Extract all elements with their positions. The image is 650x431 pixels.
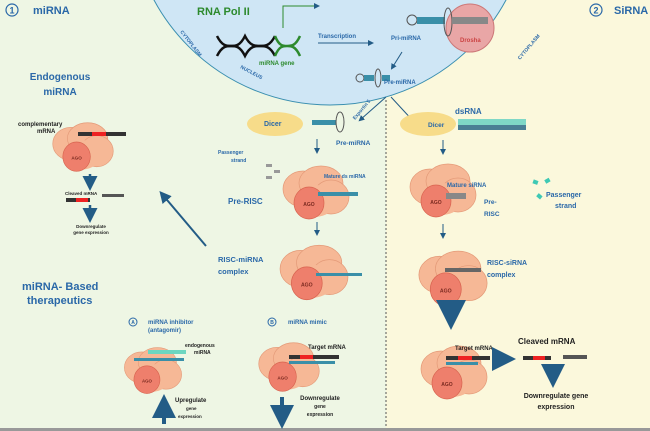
endogenous-title-2: miRNA	[43, 87, 76, 98]
mimic-downregulate-label-2: gene	[314, 404, 326, 410]
mirna-gene-label: miRNA gene	[259, 61, 295, 67]
drosha-label: Drosha	[460, 38, 481, 44]
sirna-downregulate-label-2: expression	[538, 404, 575, 411]
pri-to-pre-arrow	[390, 51, 403, 70]
mimic-downregulate-label-3: expression	[307, 412, 333, 418]
pre-mirna-nuclear-label: Pre-miRNA	[384, 80, 416, 86]
inhibitor-label: miRNA inhibitor	[148, 320, 194, 326]
risc-mirna-label-2: complex	[218, 267, 249, 276]
sirna-cleaved-label: Cleaved mRNA	[518, 337, 576, 346]
pre-risc-sirna-label: Pre-	[484, 199, 497, 206]
badge-b	[267, 317, 277, 327]
section-mirna-header: 1 miRNA	[5, 3, 70, 17]
sirna-cleaved-fragment	[563, 355, 587, 359]
target-mrna-label-b: Target mRNA	[308, 345, 347, 351]
upregulate-label-3: expression	[178, 414, 202, 419]
badge-b-text: B	[270, 320, 274, 326]
cleaved-fragment	[102, 194, 124, 197]
pri-mirna-hairpin-icon	[406, 7, 488, 37]
rna-pol-label: RNA Pol II	[197, 6, 250, 18]
passenger-strand-fragments-icon	[532, 177, 551, 200]
dicer-icon-sirna	[400, 112, 456, 136]
mature-ds-mirna-label: Mature ds miRNA	[324, 174, 366, 180]
pre-mirna-icon	[312, 120, 336, 125]
number-badge	[5, 3, 19, 17]
badge-a-text: A	[131, 320, 135, 326]
dicer-label-mirna: Dicer	[264, 121, 282, 128]
dsrna-label: dsRNA	[455, 107, 482, 116]
svg-text:SiRNA: SiRNA	[614, 5, 648, 17]
antagomir-strand	[148, 350, 186, 354]
mature-sirna-label: Mature siRNA	[447, 183, 487, 189]
transcription-label: Transcription	[318, 34, 356, 40]
dicer-icon-mirna	[247, 112, 303, 136]
pri-mirna-label: Pri-miRNA	[391, 36, 422, 42]
mrna-target-site	[92, 132, 106, 136]
sirna-passenger-label-2: strand	[555, 203, 576, 210]
sirna-downregulate-label: Downregulate gene	[524, 393, 589, 400]
svg-text:1: 1	[9, 6, 14, 16]
endogenous-mirna-label-2: miRNA	[194, 350, 211, 356]
downregulate-label-2: gene expression	[73, 230, 109, 235]
number-badge	[589, 3, 603, 17]
svg-text:miRNA: miRNA	[33, 5, 70, 17]
cleaved-mrna-label: Cleaved mRNA	[65, 191, 98, 196]
target-mrna-label-sirna: Target mRNA	[455, 346, 494, 352]
complementary-mrna-label: complementary	[18, 122, 63, 128]
endogenous-title: Endogenous	[30, 72, 91, 83]
svg-text:2: 2	[593, 6, 598, 16]
complementary-mrna-label-2: mRNA	[37, 129, 56, 135]
bottom-border	[0, 428, 650, 431]
risc-mirna-label: RISC-miRNA	[218, 255, 264, 264]
nucleus	[153, 0, 507, 106]
risc-sirna-label-2: complex	[487, 272, 516, 279]
risc-sirna-label: RISC-siRNA	[487, 260, 527, 267]
upregulate-label-2: gene	[186, 406, 197, 411]
dicer-label-sirna: Dicer	[428, 122, 445, 129]
risc-to-endogenous-arrow	[159, 190, 207, 247]
mimic-downregulate-label: Downregulate	[300, 396, 340, 402]
drosha-icon	[445, 3, 495, 53]
pre-mirna-cyto-label: Pre-miRNA	[336, 140, 371, 147]
sirna-passenger-label: Passenger	[546, 192, 582, 199]
passenger-strand-label: Passenger	[218, 150, 243, 156]
dsrna-icon	[458, 119, 526, 125]
passenger-strand-label-2: strand	[231, 158, 246, 164]
dna-helix-icon	[215, 33, 302, 59]
antagomir-label: (antagomir)	[148, 328, 181, 334]
endogenous-mirna-label: endogenous	[185, 343, 215, 349]
export-arrow-left	[358, 96, 387, 122]
upregulate-label: Upregulate	[175, 398, 207, 404]
pre-mirna-hairpin-icon	[355, 68, 390, 88]
transcription-start-arrow	[282, 3, 320, 28]
pre-risc-label: Pre-RISC	[228, 197, 263, 206]
badge-a	[128, 317, 138, 327]
therapeutics-title-2: therapeutics	[27, 295, 92, 307]
mimic-label: miRNA mimic	[288, 320, 327, 326]
section-sirna-header: 2 SiRNA	[589, 3, 648, 17]
downregulate-label: Downregulate	[76, 224, 106, 229]
therapeutics-title: miRNA- Based	[22, 281, 98, 293]
pre-risc-sirna-label-2: RISC	[484, 211, 500, 218]
